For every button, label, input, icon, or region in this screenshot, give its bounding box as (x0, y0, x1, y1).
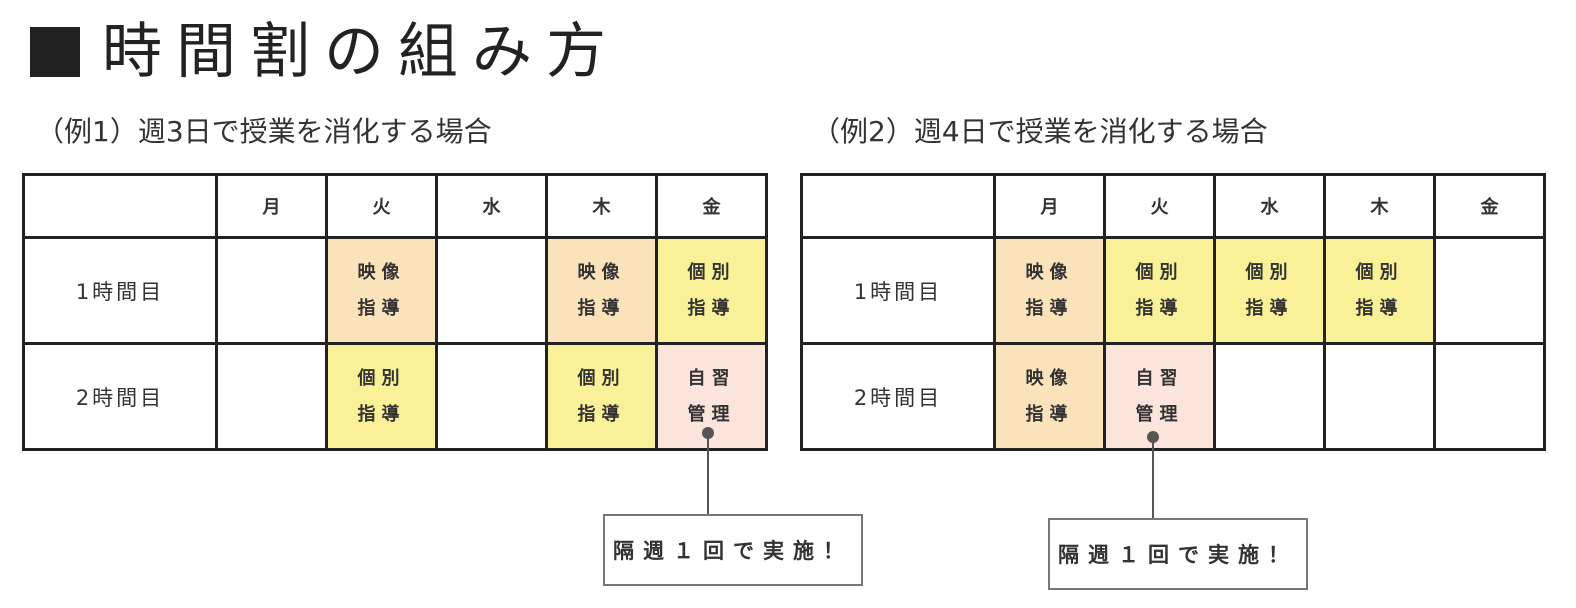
day-header-fri: 金 (1433, 173, 1546, 239)
corner-cell (22, 173, 218, 239)
lesson-line2: 指導 (1355, 297, 1404, 319)
timetable-example-1: 月 火 水 木 金 1時間目 映像指導 映像指導 個別指導 2時間目 個別指導 … (22, 173, 768, 451)
lesson-line1: 映像 (357, 261, 406, 283)
period-label: 1時間目 (22, 236, 218, 345)
title-square-icon (30, 27, 80, 77)
day-header-wed: 水 (1213, 173, 1326, 239)
lesson-line1: 個別 (1135, 261, 1184, 283)
note-box-example-2: 隔週１回で実施！ (1048, 518, 1308, 590)
connector-line (707, 433, 709, 515)
page-title: 時間割の組み方 (30, 12, 620, 92)
lesson-cell-fri (1433, 236, 1546, 345)
lesson-cell-wed (1213, 342, 1326, 451)
lesson-line1: 個別 (357, 367, 406, 389)
lesson-line2: 指導 (687, 297, 736, 319)
period-label: 1時間目 (800, 236, 996, 345)
lesson-cell-tue: 自習管理 (1103, 342, 1216, 451)
day-header-tue: 火 (1103, 173, 1216, 239)
lesson-line1: 映像 (1025, 261, 1074, 283)
lesson-cell-tue: 個別指導 (325, 342, 438, 451)
day-header-thu: 木 (1323, 173, 1436, 239)
lesson-cell-tue: 映像指導 (325, 236, 438, 345)
day-header-fri: 金 (655, 173, 768, 239)
lesson-line2: 指導 (1135, 297, 1184, 319)
period-label: 2時間目 (22, 342, 218, 451)
corner-cell (800, 173, 996, 239)
example-2-caption: （例2）週4日で授業を消化する場合 (812, 115, 1268, 148)
lesson-cell-thu (1323, 342, 1436, 451)
lesson-cell-thu: 個別指導 (545, 342, 658, 451)
connector-line (1152, 437, 1154, 519)
lesson-line2: 指導 (357, 297, 406, 319)
lesson-line2: 管理 (687, 403, 736, 425)
table-row: 1時間目 映像指導 個別指導 個別指導 個別指導 (800, 236, 1546, 345)
note-box-example-1: 隔週１回で実施！ (603, 514, 863, 586)
day-header-mon: 月 (993, 173, 1106, 239)
day-header-wed: 水 (435, 173, 548, 239)
day-header-mon: 月 (215, 173, 328, 239)
lesson-line1: 自習 (687, 367, 736, 389)
lesson-line2: 指導 (1245, 297, 1294, 319)
lesson-cell-wed (435, 236, 548, 345)
lesson-cell-fri (1433, 342, 1546, 451)
lesson-line1: 個別 (687, 261, 736, 283)
lesson-cell-mon: 映像指導 (993, 342, 1106, 451)
lesson-cell-fri: 個別指導 (655, 236, 768, 345)
lesson-line2: 指導 (357, 403, 406, 425)
lesson-line2: 指導 (577, 403, 626, 425)
table-row: 1時間目 映像指導 映像指導 個別指導 (22, 236, 768, 345)
lesson-cell-wed: 個別指導 (1213, 236, 1326, 345)
lesson-line1: 自習 (1135, 367, 1184, 389)
table-header-row: 月 火 水 木 金 (800, 173, 1546, 239)
lesson-line1: 個別 (1355, 261, 1404, 283)
day-header-thu: 木 (545, 173, 658, 239)
period-label: 2時間目 (800, 342, 996, 451)
lesson-cell-wed (435, 342, 548, 451)
lesson-line1: 個別 (1245, 261, 1294, 283)
timetable-example-2: 月 火 水 木 金 1時間目 映像指導 個別指導 個別指導 個別指導 2時間目 … (800, 173, 1546, 451)
lesson-line2: 指導 (1025, 297, 1074, 319)
lesson-cell-mon (215, 236, 328, 345)
lesson-line2: 管理 (1135, 403, 1184, 425)
table-row: 2時間目 個別指導 個別指導 自習管理 (22, 342, 768, 451)
lesson-line1: 映像 (577, 261, 626, 283)
lesson-line2: 指導 (1025, 403, 1074, 425)
day-header-tue: 火 (325, 173, 438, 239)
lesson-cell-mon (215, 342, 328, 451)
lesson-cell-tue: 個別指導 (1103, 236, 1216, 345)
example-1-caption: （例1）週3日で授業を消化する場合 (36, 115, 492, 148)
lesson-cell-thu: 映像指導 (545, 236, 658, 345)
lesson-cell-mon: 映像指導 (993, 236, 1106, 345)
page-title-text: 時間割の組み方 (102, 17, 620, 87)
table-row: 2時間目 映像指導 自習管理 (800, 342, 1546, 451)
lesson-cell-thu: 個別指導 (1323, 236, 1436, 345)
lesson-line1: 個別 (577, 367, 626, 389)
lesson-line2: 指導 (577, 297, 626, 319)
table-header-row: 月 火 水 木 金 (22, 173, 768, 239)
lesson-line1: 映像 (1025, 367, 1074, 389)
